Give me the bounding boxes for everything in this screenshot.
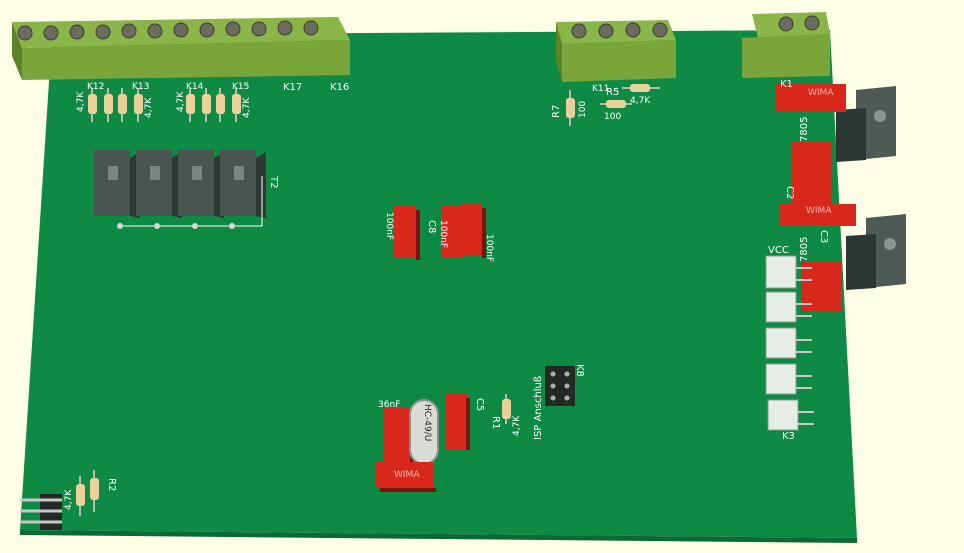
- value-36nf: 36nF: [378, 400, 401, 410]
- label-k1: K1: [780, 79, 793, 90]
- pin-header-left: [20, 494, 62, 530]
- label-k13: K13: [132, 82, 150, 92]
- label-r5: R5: [606, 87, 620, 98]
- label-r7: R7: [551, 104, 562, 118]
- label-r1: R1: [490, 416, 501, 430]
- cap-group-c8: [394, 204, 486, 260]
- terminal-block-k17: [12, 17, 350, 80]
- resistor-bodies-left: [88, 94, 241, 114]
- isp-header-k8: [545, 366, 575, 406]
- label-r2: R2: [106, 478, 117, 492]
- value-100-b: 100: [604, 112, 622, 122]
- connector-column-k3: [765, 255, 799, 431]
- transistor-array-t2: [94, 150, 266, 229]
- value-47k-6: 4,7K: [64, 489, 74, 510]
- value-47k-2: 4,7K: [144, 97, 154, 118]
- label-7805-b: 7805: [799, 236, 810, 262]
- label-k16: K16: [330, 82, 350, 93]
- value-100nf-c: 100nF: [484, 234, 494, 263]
- regulator-7805-top: [836, 86, 896, 162]
- value-100nf-b: 100nF: [438, 220, 448, 249]
- cap-mark-3: WIMA: [394, 470, 420, 480]
- label-k8: K8: [574, 364, 585, 377]
- cap-mark-1: WIMA: [808, 88, 834, 98]
- label-k12: K12: [87, 82, 105, 92]
- label-t2: T2: [268, 176, 279, 189]
- label-k14: K14: [186, 82, 204, 92]
- label-c2: C2: [784, 186, 795, 200]
- value-47k-1: 4,7K: [76, 91, 86, 112]
- label-7805-a: 7805: [799, 116, 810, 142]
- label-vcc: VCC: [768, 245, 789, 256]
- value-47k-r1: 4,7K: [512, 415, 522, 436]
- label-c8: C8: [426, 220, 437, 234]
- value-100-a: 100: [578, 100, 588, 118]
- label-c5: C5: [474, 398, 485, 412]
- value-47k-4: 4,7K: [242, 97, 252, 118]
- terminal-block-k11: [556, 20, 676, 82]
- resistors-r5-r7: [566, 84, 660, 126]
- value-47k-5: 4,7K: [630, 96, 651, 106]
- label-isp: ISP Anschluß: [533, 375, 544, 440]
- label-k11: K11: [592, 84, 610, 94]
- regulator-7805-bottom: [846, 214, 906, 290]
- pcb-board-edge: [20, 530, 857, 543]
- label-quartz: HC-49/U: [422, 404, 432, 442]
- value-100nf-a: 100nF: [384, 212, 394, 241]
- value-47k-3: 4,7K: [176, 91, 186, 112]
- label-c3: C3: [818, 230, 829, 244]
- label-k3: K3: [782, 431, 795, 442]
- label-k15: K15: [232, 82, 250, 92]
- resistors-r2: [76, 470, 99, 516]
- cap-group-right: [776, 84, 856, 312]
- crystal-area: [376, 394, 470, 492]
- resistor-r1: [502, 394, 511, 424]
- terminal-block-k1: [742, 12, 830, 78]
- cap-mark-2: WIMA: [806, 206, 832, 216]
- connector-pins-k3: [796, 267, 814, 425]
- label-k17: K17: [283, 82, 303, 93]
